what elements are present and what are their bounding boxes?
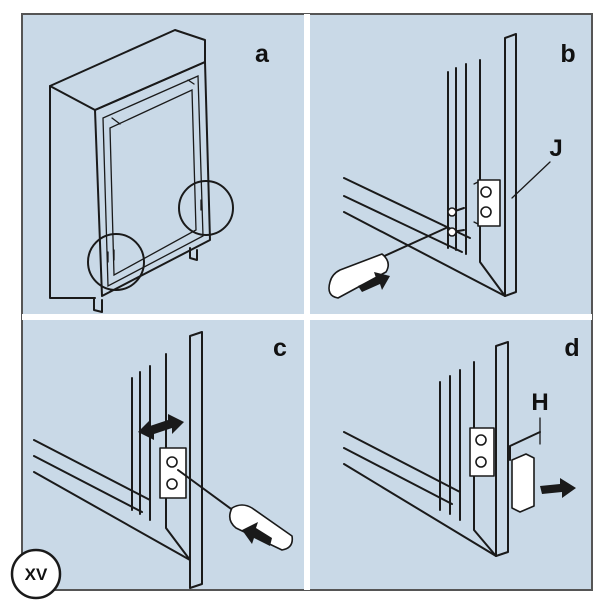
part-j-leader (511, 161, 551, 199)
door-bottom-edge (343, 177, 506, 297)
panel-a-letter: a (255, 40, 270, 68)
cabinet-side (49, 85, 96, 299)
panel-b-letter: b (560, 40, 575, 68)
door-bottom-edge (343, 431, 497, 557)
appliance-door (94, 61, 211, 297)
panel-d-letter: d (564, 334, 579, 362)
part-j-label: J (549, 135, 562, 162)
panel-c: c (33, 331, 294, 589)
cabinet-foot-right (189, 247, 198, 261)
cabinet-edge (447, 63, 467, 255)
hinge-bracket (469, 427, 495, 477)
panel-c-letter: c (273, 334, 287, 362)
screwdriver-icon (328, 227, 447, 299)
hinge-bracket-j (473, 179, 501, 227)
door-bottom-edge (33, 439, 191, 561)
panel-d: H d (343, 334, 580, 557)
push-arrow-icon (242, 522, 272, 546)
screwdriver-icon (177, 469, 294, 551)
door-front (189, 331, 203, 589)
highlight-circle-lower-left (87, 233, 145, 291)
section-badge: XV (10, 548, 62, 600)
cabinet-edge (131, 365, 151, 521)
door-front (495, 341, 509, 557)
panel-a: a (49, 29, 270, 313)
cabinet-foot-left (93, 297, 103, 313)
cabinet-top (49, 29, 206, 111)
panel-b: J b (328, 33, 576, 299)
screw-icon (447, 207, 465, 237)
hinge-bracket-icon (509, 431, 541, 513)
highlight-circle-right (178, 180, 234, 236)
push-arrow-icon (358, 272, 390, 292)
cabinet-edge (439, 369, 461, 521)
door-front (504, 33, 517, 297)
door-inner-frame (102, 75, 204, 288)
double-arrow-icon (138, 414, 184, 440)
part-h-label: H (531, 389, 548, 416)
push-arrow-icon (540, 478, 576, 498)
door-inner-panel (109, 88, 197, 277)
section-badge-text: XV (25, 565, 48, 584)
